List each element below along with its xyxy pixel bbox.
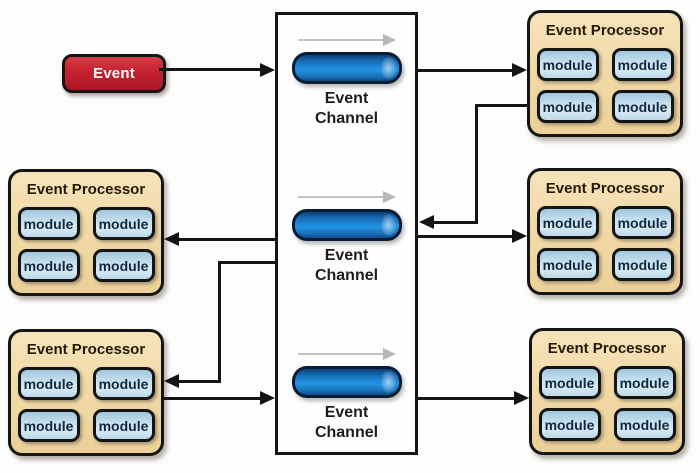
arrowhead-icon: [164, 374, 179, 388]
event-channel-label: Event Channel: [314, 404, 379, 441]
line-segment: [475, 104, 528, 107]
line-segment: [416, 69, 513, 72]
event-processor-bottom-right: Event Processor module module module mod…: [529, 328, 685, 455]
flow-arrowhead-icon: [382, 33, 396, 46]
line-segment: [416, 397, 515, 400]
flow-arrow-line: [297, 38, 384, 41]
event-channel-pill: [291, 52, 402, 84]
module-box: module: [92, 207, 155, 240]
pill-highlight: [380, 371, 396, 393]
event-source-box: Event: [62, 54, 166, 93]
line-segment: [178, 238, 277, 241]
line-segment: [475, 104, 478, 224]
event-channel-container: Event Channel Event Channel Event Channe…: [275, 12, 418, 455]
module-box: module: [536, 248, 599, 281]
processor-title: Event Processor: [26, 181, 146, 198]
arrowhead-icon: [512, 63, 527, 77]
channel-section-bottom: Event Channel: [278, 347, 415, 442]
line-segment: [416, 235, 513, 238]
arrowhead-icon: [260, 63, 275, 77]
arrowhead-icon: [512, 229, 527, 243]
module-box: module: [536, 206, 599, 239]
channel-section-middle: Event Channel: [278, 190, 415, 285]
event-processor-middle-left: Event Processor module module module mod…: [8, 169, 164, 296]
channel-section-top: Event Channel: [278, 33, 415, 128]
module-box: module: [613, 366, 676, 399]
event-source-label: Event: [93, 65, 135, 82]
processor-title: Event Processor: [545, 180, 665, 197]
module-grid: module module module module: [17, 207, 155, 282]
flow-arrow-icon: [297, 33, 396, 46]
module-box: module: [611, 48, 674, 81]
line-segment: [178, 380, 221, 383]
line-segment: [433, 221, 478, 224]
line-segment: [218, 261, 221, 383]
module-box: module: [538, 366, 601, 399]
event-processor-middle-right: Event Processor module module module mod…: [527, 168, 683, 295]
flow-arrowhead-icon: [382, 347, 396, 360]
event-channel-label: Event Channel: [314, 247, 379, 284]
flow-arrow-icon: [297, 347, 396, 360]
module-box: module: [17, 367, 80, 400]
event-channel-pill: [291, 366, 402, 398]
line-segment: [159, 68, 263, 71]
module-box: module: [536, 48, 599, 81]
module-box: module: [92, 249, 155, 282]
module-grid: module module module module: [536, 206, 674, 281]
arrowhead-icon: [260, 391, 275, 405]
flow-arrowhead-icon: [382, 190, 396, 203]
processor-title: Event Processor: [545, 22, 665, 39]
module-box: module: [536, 90, 599, 123]
line-segment: [164, 397, 262, 400]
module-box: module: [92, 367, 155, 400]
pill-highlight: [380, 57, 396, 79]
module-box: module: [92, 409, 155, 442]
flow-arrow-line: [297, 352, 384, 355]
module-box: module: [538, 408, 601, 441]
event-channel-pill: [291, 209, 402, 241]
event-channel-label: Event Channel: [314, 90, 379, 127]
module-grid: module module module module: [538, 366, 676, 441]
arrowhead-icon: [419, 215, 434, 229]
event-processor-top-right: Event Processor module module module mod…: [527, 10, 683, 137]
event-processor-bottom-left: Event Processor module module module mod…: [8, 329, 164, 456]
module-box: module: [17, 409, 80, 442]
arrowhead-icon: [514, 391, 529, 405]
arrowhead-icon: [164, 232, 179, 246]
processor-title: Event Processor: [26, 341, 146, 358]
pill-highlight: [380, 214, 396, 236]
processor-title: Event Processor: [547, 340, 667, 357]
module-grid: module module module module: [17, 367, 155, 442]
line-segment: [218, 261, 277, 264]
flow-arrow-line: [297, 195, 384, 198]
module-box: module: [17, 249, 80, 282]
module-box: module: [611, 90, 674, 123]
module-box: module: [17, 207, 80, 240]
module-box: module: [613, 408, 676, 441]
flow-arrow-icon: [297, 190, 396, 203]
module-grid: module module module module: [536, 48, 674, 123]
module-box: module: [611, 248, 674, 281]
module-box: module: [611, 206, 674, 239]
